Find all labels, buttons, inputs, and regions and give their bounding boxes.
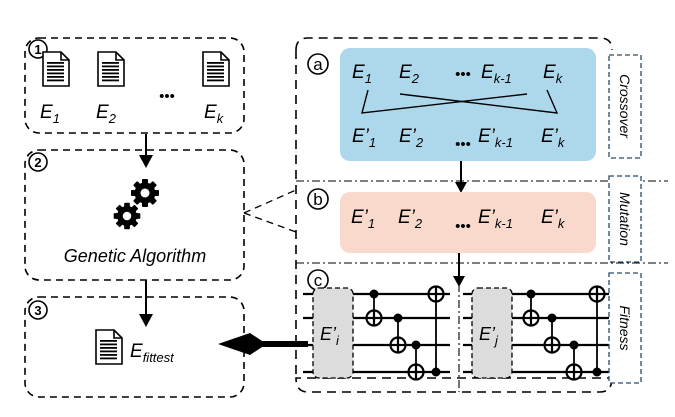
ga-detail-container [295,37,613,393]
parent-ek-1: Ek-1 [481,62,512,86]
crossover-line [399,89,559,114]
gear-icon [131,179,159,207]
crossover-side-label: Crossover [608,54,642,159]
fittest-label: Efittest [130,341,175,365]
gates-j [522,285,606,381]
crossover-line [361,89,528,114]
child-e2: E’2 [399,126,424,150]
child-ek-1: E’k-1 [478,126,513,150]
parent-e2: E2 [399,62,420,86]
mutation-panel [340,192,596,253]
gear-icon [113,202,141,230]
gates-i [365,285,445,381]
section-a-badge [307,53,329,75]
circuit-block-j [471,287,513,379]
parent-ek: Ek [543,62,564,86]
file-ek-label: Ek [204,102,225,126]
zoom-connector [243,189,297,214]
fitness-section: c E’i [303,269,610,381]
parent-ellipsis: ••• [455,66,471,83]
mutant-ek: E’k [541,207,566,231]
file-e2-label: E2 [96,102,117,126]
fitness-side-label: Fitness [608,272,642,384]
svg-text:Fitness: Fitness [617,305,633,350]
arrow-head [139,155,153,168]
mutant-ellipsis: ••• [455,218,471,235]
circuit-block-i [312,287,354,379]
section-b-letter: b [313,190,322,209]
parent-e1: E1 [352,62,372,86]
result-arrow [218,333,308,355]
mutation-section: b E’1 E’2 ••• E’k-1 E’k [307,188,596,253]
step2-badge [28,152,48,172]
mutant-e1: E’1 [351,207,375,231]
svg-text:Crossover: Crossover [617,74,633,139]
child-e1: E’1 [352,126,376,150]
file-icon [95,329,123,365]
file-e1-label: E1 [40,102,60,126]
section-b-badge [307,188,329,210]
svg-text:Mutation: Mutation [617,192,633,246]
circuit-block-i-label: E’i [320,324,340,348]
step3-box: 3 Efittest [24,296,245,398]
file-icon [97,51,125,87]
section-c-letter: c [314,271,323,290]
circuit-block-j-label: E’j [479,324,499,348]
crossover-panel [340,48,596,161]
mutant-ek-1: E’k-1 [478,207,513,231]
file-icon [202,51,230,87]
file-icon [42,51,70,87]
arrow-head [453,276,465,287]
mutation-side-label: Mutation [608,175,642,263]
file-ellipsis: ••• [159,88,175,105]
arrow-head [455,182,467,193]
crossover-section: a E1 E2 ••• Ek-1 Ek E’1 E’2 ••• E’k-1 E’… [307,48,596,161]
step1-number: 1 [34,42,41,57]
mutant-e2: E’2 [398,207,423,231]
zoom-connector [243,212,297,233]
step2-box: 2 Genetic Algorithm [24,149,245,281]
arrow-head [139,314,153,327]
step3-badge [28,300,48,320]
child-ek: E’k [541,126,566,150]
step3-number: 3 [34,303,41,318]
child-ellipsis: ••• [455,136,471,153]
section-a-letter: a [313,55,323,74]
step2-number: 2 [34,155,41,170]
step1-box: 1 E1 E2 ••• Ek [24,37,245,134]
step2-label: Genetic Algorithm [64,246,206,266]
